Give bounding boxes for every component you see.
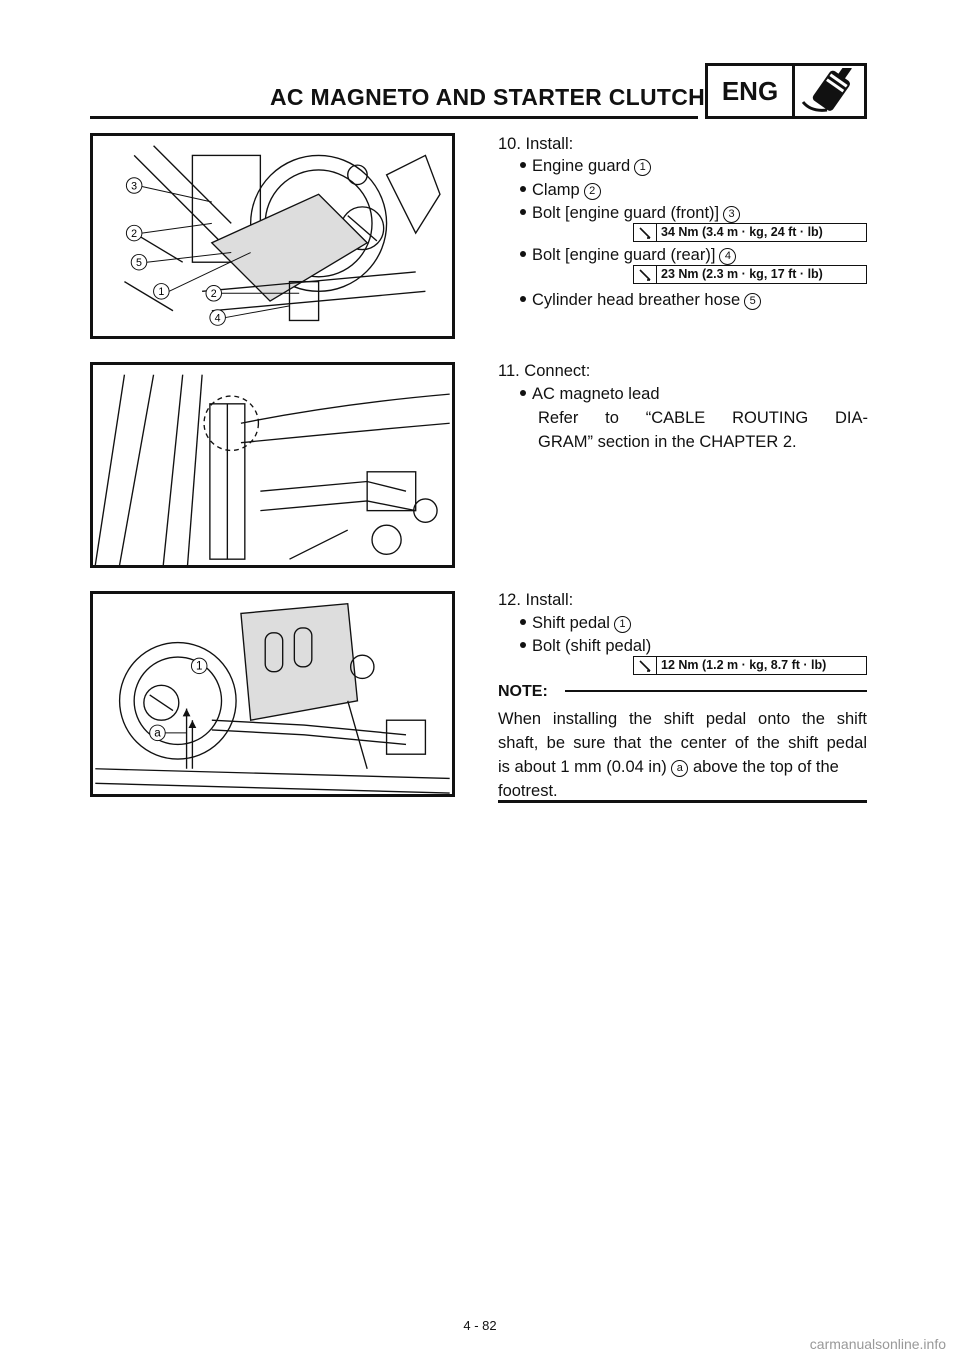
note-line-4: footrest. [498,782,558,800]
watermark: carmanualsonline.info [809,1336,946,1352]
ac-magneto-lead-illustration [90,362,455,568]
torque-wrench-icon [634,657,657,674]
callout-5: 5 [136,257,142,269]
callout-4: 4 [215,312,221,324]
ref-number: 1 [613,616,631,633]
note-line-3: is about 1 mm (0.04 in) a above the top … [498,758,839,777]
note-rule-bottom [498,800,867,803]
ref-number: 1 [634,159,652,176]
step-12-item-bolt: Bolt (shift pedal) [520,634,651,658]
callout-2: 2 [131,228,137,240]
header-rule [90,116,698,119]
callout-a: a [154,727,161,740]
note-label: NOTE: [498,683,548,700]
torque-wrench-icon [634,266,657,283]
step-10-item-bolt-front: Bolt [engine guard (front)]3 [520,201,741,225]
ref-number: 3 [723,206,741,223]
torque-spec-shift-pedal: 12 Nm (1.2 m · kg, 8.7 ft · lb) [633,656,867,675]
note-line-1: When installing the shift pedal onto the… [498,710,867,728]
section-badge: ENG [705,63,867,119]
section-badge-label: ENG [708,66,795,116]
callout-1-shift: 1 [196,660,202,673]
step-12-heading: 12. Install: [498,591,574,609]
bullet-icon [520,619,526,625]
step-11-reference-line1: Refer to “CABLE ROUTING DIA- [538,409,868,427]
bullet-icon [520,162,526,168]
bullet-icon [520,642,526,648]
step-10-item-bolt-rear: Bolt [engine guard (rear)]4 [520,243,737,267]
page-number: 4 - 82 [463,1318,497,1333]
note-rule-top [565,690,867,692]
shift-pedal-illustration: 1 a [90,591,455,797]
callout-1: 1 [158,286,164,298]
torque-spec-front: 34 Nm (3.4 m · kg, 24 ft · lb) [633,223,867,242]
engine-piston-icon [795,66,864,116]
ref-number: 2 [583,183,601,200]
torque-spec-rear: 23 Nm (2.3 m · kg, 17 ft · lb) [633,265,867,284]
step-11-heading: 11. Connect: [498,362,591,380]
step-11-item-magneto-lead: AC magneto lead [520,382,660,406]
bullet-icon [520,251,526,257]
note-line-2: shaft, be sure that the center of the sh… [498,734,867,752]
bullet-icon [520,209,526,215]
bullet-icon [520,390,526,396]
torque-wrench-icon [634,224,657,241]
ref-number: 5 [744,293,762,310]
callout-2b: 2 [211,288,217,300]
step-10-heading: 10. Install: [498,135,574,153]
bullet-icon [520,296,526,302]
callout-3: 3 [131,180,137,192]
marker-a: a [671,760,689,777]
bullet-icon [520,186,526,192]
ref-number: 4 [719,248,737,265]
engine-guard-illustration: 3 2 5 1 2 4 [90,133,455,339]
note-body: When installing the shift pedal onto the… [498,707,867,803]
page-title: AC MAGNETO AND STARTER CLUTCH [270,84,706,110]
step-11-reference-line2: GRAM” section in the CHAPTER 2. [538,433,797,451]
